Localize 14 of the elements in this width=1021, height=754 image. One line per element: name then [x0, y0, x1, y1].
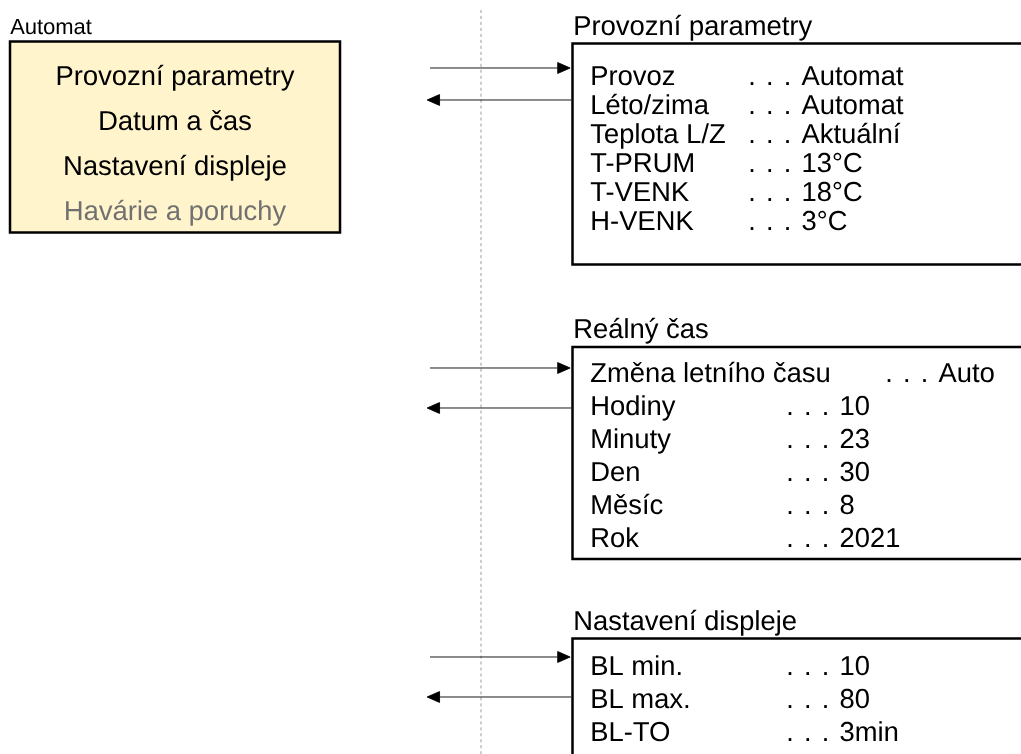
arrow	[429, 651, 571, 663]
node-label: Reálný čas	[575, 317, 708, 344]
menu-box: Automat Provozní parametry Datum a čas Nastavení displeje Havárie a poruchy	[8, 18, 342, 234]
node-label: Automat	[10, 18, 92, 35]
arrow	[429, 362, 571, 374]
node-label: Nastavení displeje	[575, 609, 796, 636]
arrow	[426, 402, 572, 414]
arrow	[426, 94, 572, 106]
arrow	[426, 691, 572, 703]
parameter-panel: Reálný čas Změna letního času . . . Auto Hodiny . . . 10 Minuty . . . 23 Den . . . 30 Měsíc . . . 8 Rok . . . 2021	[571, 317, 1021, 561]
parameter-panel: Nastavení displeje BL min. . . . 10 BL max. . . . 80 BL-TO . . . 3min	[571, 609, 1021, 754]
arrow	[429, 62, 571, 74]
node-label: Provozní parametry	[575, 14, 813, 41]
parameter-panel: Provozní parametry Provoz . . . Automat Léto/zima . . . Automat Teplota L/Z . . . Aktuální T-PRUM . . . 13°C T-VENK . . . 18°C H-VENK . . . 3°C	[571, 14, 1021, 266]
